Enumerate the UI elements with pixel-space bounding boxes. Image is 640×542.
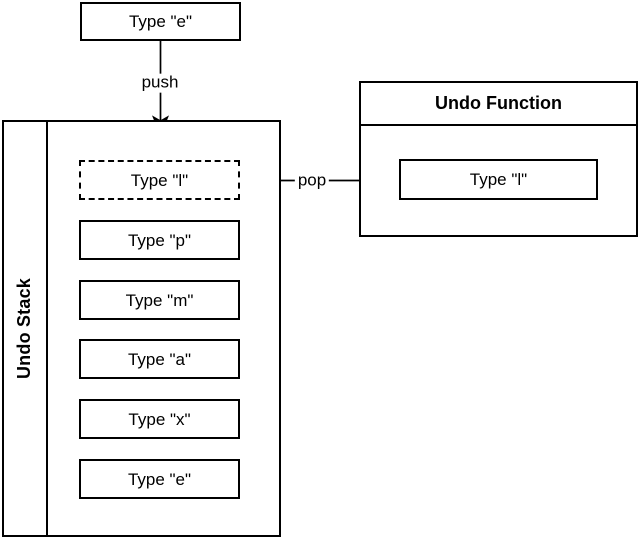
push-edge-label: push: [138, 73, 182, 93]
undo-stack-title: Undo Stack: [14, 277, 35, 380]
undo-stack-title-bar: Undo Stack: [4, 122, 48, 535]
stack-item: Type "p": [79, 220, 240, 260]
stack-item-label: Type "e": [127, 469, 192, 489]
stack-item-label: Type "m": [125, 290, 194, 310]
stack-item: Type "e": [79, 459, 240, 499]
stack-item-label: Type "a": [127, 349, 192, 369]
stack-item-label: Type "l": [130, 170, 189, 190]
stack-item-label: Type "x": [128, 409, 191, 429]
undo-function-title: Undo Function: [361, 83, 636, 126]
undo-function-popped-item: Type "l": [399, 159, 598, 200]
incoming-action-box: Type "e": [80, 2, 241, 41]
stack-item: Type "a": [79, 339, 240, 379]
pop-edge-label: pop: [294, 171, 330, 191]
stack-item-top-dashed: Type "l": [79, 160, 240, 200]
incoming-action-label: Type "e": [128, 12, 193, 31]
stack-item: Type "m": [79, 280, 240, 320]
popped-item-label: Type "l": [469, 170, 528, 189]
stack-item-label: Type "p": [127, 230, 192, 250]
stack-item: Type "x": [79, 399, 240, 439]
